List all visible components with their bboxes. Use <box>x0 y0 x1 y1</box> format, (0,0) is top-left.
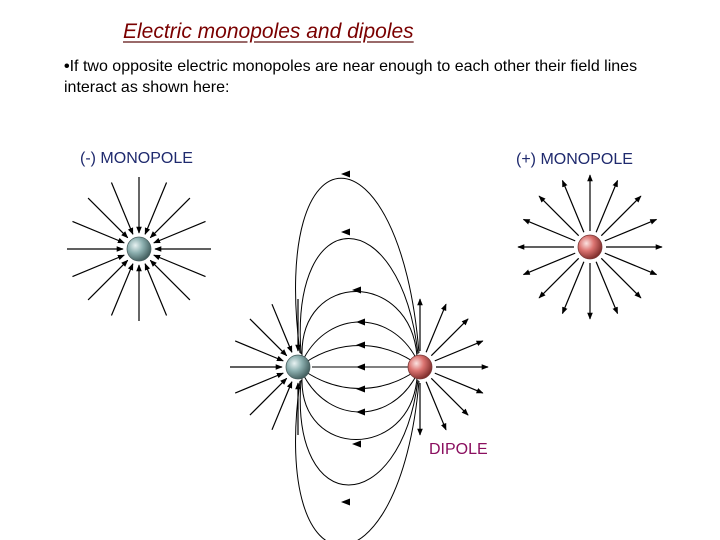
field-line <box>539 196 579 236</box>
field-line <box>426 304 446 352</box>
field-line <box>154 221 206 242</box>
field-line <box>431 378 468 415</box>
field-line-arrowhead <box>356 409 365 416</box>
dipole-field-line <box>300 239 418 355</box>
dipole-label: DIPOLE <box>429 441 488 459</box>
field-line <box>596 262 617 314</box>
field-line <box>431 319 468 356</box>
field-line <box>88 198 128 238</box>
field-line <box>272 304 292 352</box>
field-line <box>235 341 283 361</box>
dipole-connecting-arrows <box>341 171 365 506</box>
field-line-arrowhead <box>341 171 350 178</box>
field-line <box>88 260 128 300</box>
field-line <box>605 253 657 274</box>
field-line-arrowhead <box>356 364 365 371</box>
field-line <box>523 219 575 240</box>
field-line <box>250 378 287 415</box>
dipole-field-line <box>296 381 419 540</box>
field-line <box>154 255 206 276</box>
field-line <box>272 382 292 430</box>
dipole-negative-charge <box>286 355 310 379</box>
dipole-field-line <box>304 376 416 412</box>
field-line <box>562 262 583 314</box>
field-line <box>150 260 190 300</box>
dipole-field-line <box>306 372 414 389</box>
field-line-arrowhead <box>356 319 365 326</box>
positive-monopole-label: (+) MONOPOLE <box>516 151 633 169</box>
field-line <box>426 382 446 430</box>
dipole-field-line <box>304 322 416 358</box>
field-line <box>596 180 617 232</box>
dipole-field-line <box>302 378 417 440</box>
field-line <box>111 264 132 316</box>
field-line-arrowhead <box>341 229 350 236</box>
negative-monopole-charge <box>127 237 151 261</box>
field-line <box>539 258 579 298</box>
field-line <box>435 341 483 361</box>
negative-monopole-label: (-) MONOPOLE <box>80 150 193 168</box>
field-line <box>150 198 190 238</box>
field-line <box>605 219 657 240</box>
field-line <box>145 264 166 316</box>
field-line <box>72 255 124 276</box>
field-line <box>72 221 124 242</box>
dipole-field-line <box>306 346 414 363</box>
dipole-connecting-field-lines <box>296 178 419 540</box>
field-line <box>601 196 641 236</box>
field-line <box>435 373 483 393</box>
field-line <box>235 373 283 393</box>
field-line-arrowhead <box>352 441 361 448</box>
field-line-arrowhead <box>356 386 365 393</box>
positive-monopole-charge <box>578 235 602 259</box>
field-line <box>523 253 575 274</box>
field-line <box>145 182 166 234</box>
dipole-positive-charge <box>408 355 432 379</box>
field-line <box>601 258 641 298</box>
field-line <box>250 319 287 356</box>
field-line <box>562 180 583 232</box>
field-line-arrowhead <box>341 499 350 506</box>
field-line <box>111 182 132 234</box>
field-line-arrowhead <box>356 342 365 349</box>
dipole-field-line <box>296 178 419 353</box>
field-line-arrowhead <box>352 287 361 294</box>
